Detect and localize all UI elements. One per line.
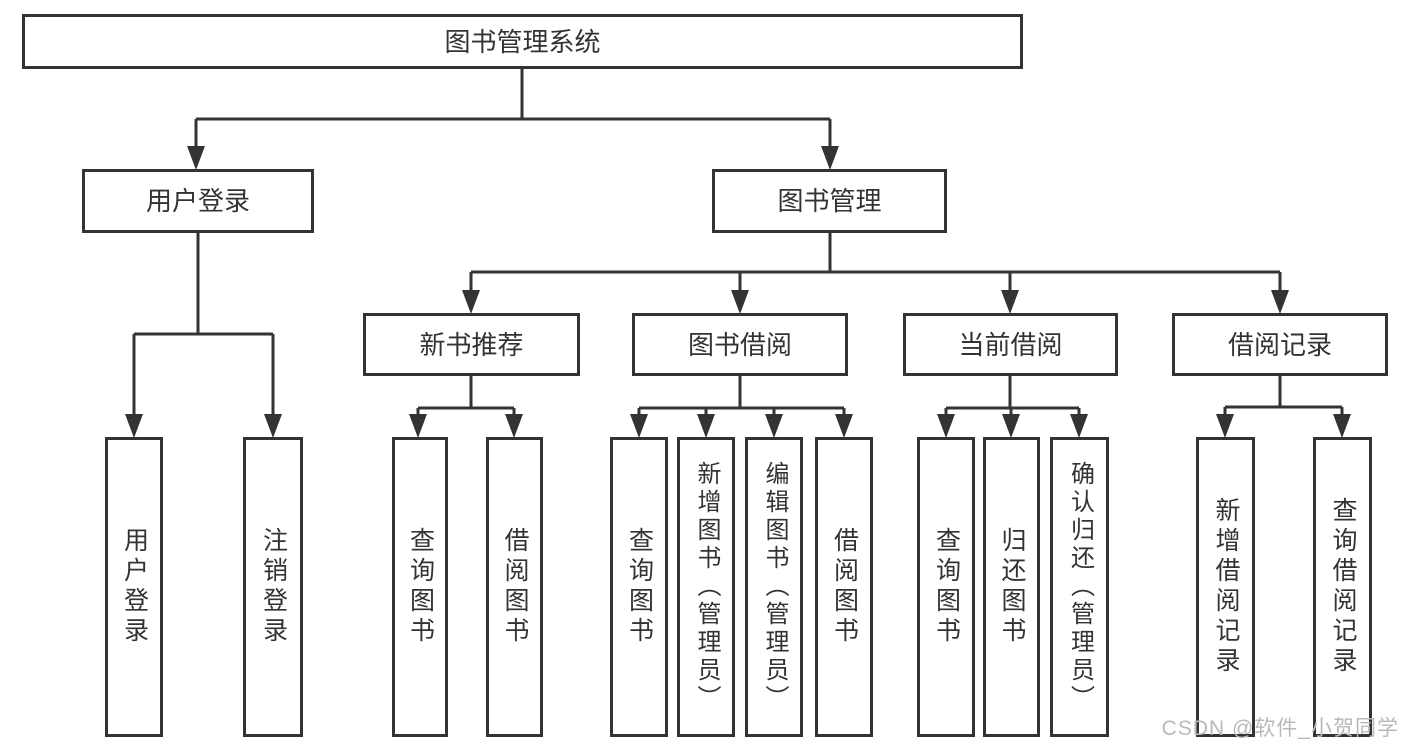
leaf-borrow-borrow-books: 借阅图书	[815, 437, 873, 737]
node-borrow-records: 借阅记录	[1172, 313, 1388, 376]
node-current-borrow: 当前借阅	[903, 313, 1118, 376]
leaf-current-return-books: 归还图书	[983, 437, 1040, 737]
leaf-records-query-record: 查询借阅记录	[1313, 437, 1372, 737]
node-new-book-recommend: 新书推荐	[363, 313, 580, 376]
leaf-records-add-record: 新增借阅记录	[1196, 437, 1255, 737]
arrowheads	[125, 146, 1351, 438]
node-root: 图书管理系统	[22, 14, 1023, 69]
leaf-user-login: 用户登录	[105, 437, 163, 737]
csdn-watermark: CSDN @软件_小贺同学	[1161, 717, 1399, 740]
leaf-current-query-books: 查询图书	[917, 437, 975, 737]
node-book-borrow: 图书借阅	[632, 313, 848, 376]
node-book-management-branch: 图书管理	[712, 169, 947, 233]
node-user-login-branch: 用户登录	[82, 169, 314, 233]
leaf-borrow-edit-books-admin: 编辑图书（管理员）	[745, 437, 803, 737]
leaf-borrow-add-books-admin: 新增图书（管理员）	[677, 437, 735, 737]
leaf-recommend-borrow-books: 借阅图书	[486, 437, 543, 737]
leaf-borrow-query-books: 查询图书	[610, 437, 668, 737]
leaf-recommend-query-books: 查询图书	[392, 437, 448, 737]
leaf-logout: 注销登录	[243, 437, 303, 737]
leaf-current-confirm-return-admin: 确认归还（管理员）	[1050, 437, 1109, 737]
